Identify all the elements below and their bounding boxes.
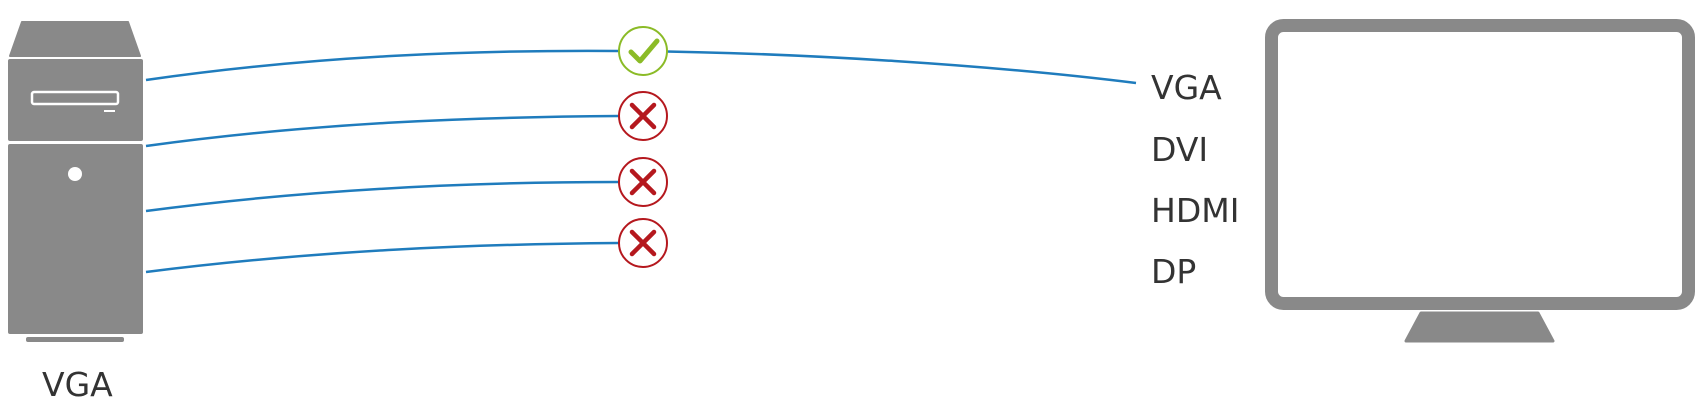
monitor-stand: [1404, 311, 1555, 343]
port-label-vga: VGA: [1151, 68, 1222, 107]
computer-tower: [8, 21, 143, 342]
check-icon: [618, 26, 668, 76]
cross-icon: [618, 157, 668, 207]
tower-lower-body: [8, 144, 143, 334]
tower-top: [9, 21, 141, 57]
port-label-hdmi: HDMI: [1151, 191, 1239, 230]
cable-dp: [145, 241, 620, 274]
port-label-dp: DP: [1151, 252, 1196, 291]
tower-foot: [26, 337, 124, 342]
monitor-bezel: [1265, 19, 1695, 310]
monitor: [1265, 19, 1695, 343]
cross-icon: [618, 91, 668, 141]
power-button-icon: [68, 167, 82, 181]
monitor-port-labels: VGA DVI HDMI DP: [1151, 68, 1239, 291]
optical-drive-slot: [30, 90, 120, 106]
drive-led: [104, 110, 115, 112]
port-label-dvi: DVI: [1151, 130, 1208, 169]
computer-label: VGA: [42, 365, 113, 404]
cable-hdmi: [145, 180, 620, 213]
cable-dvi: [145, 114, 620, 148]
tower-upper-body: [8, 59, 143, 141]
cross-icon: [618, 218, 668, 268]
